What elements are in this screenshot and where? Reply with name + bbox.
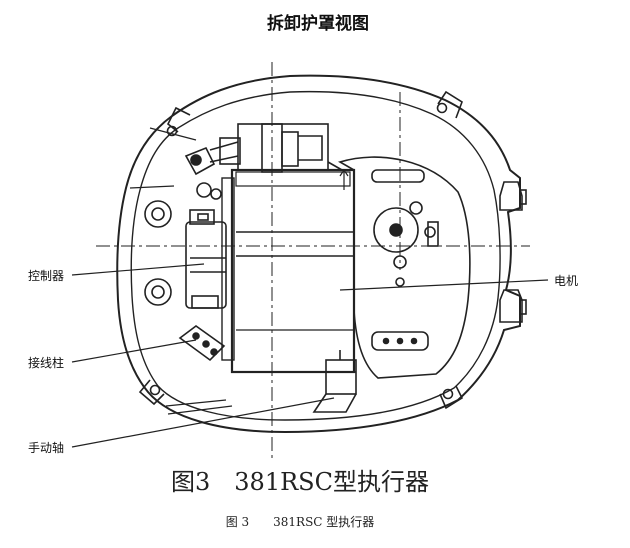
- controller: [185, 209, 227, 309]
- hand-shaft: [312, 350, 357, 413]
- motor-body: [221, 168, 356, 374]
- diagram-title: 拆卸护罩视图: [267, 13, 369, 34]
- switch-bracket: [209, 123, 343, 173]
- misc-lines: [129, 127, 233, 415]
- label-terminal: 接线柱: [28, 355, 64, 370]
- label-controller: 控制器: [28, 269, 64, 283]
- leader-motor: [339, 279, 549, 291]
- label-motor: 电机: [554, 274, 578, 288]
- housing-inner: [130, 90, 501, 421]
- leader-terminal: [71, 339, 197, 363]
- left-fixtures: [144, 146, 222, 306]
- leader-controller: [71, 263, 205, 276]
- housing-outline: [116, 74, 521, 434]
- caption-large: 图3 381RSC型执行器: [171, 468, 429, 496]
- mounting-ears: [138, 90, 464, 410]
- gear-plate: [337, 156, 471, 379]
- terminal-block: [178, 325, 226, 362]
- side-fittings: [499, 181, 527, 323]
- caption-small: 图 3 381RSC 型执行器: [226, 515, 375, 529]
- drawing: [96, 62, 530, 460]
- label-handshaft: 手动轴: [28, 440, 64, 455]
- center-lines: [96, 62, 530, 460]
- leader-handshaft: [71, 397, 335, 448]
- callout-leaders: [71, 263, 549, 448]
